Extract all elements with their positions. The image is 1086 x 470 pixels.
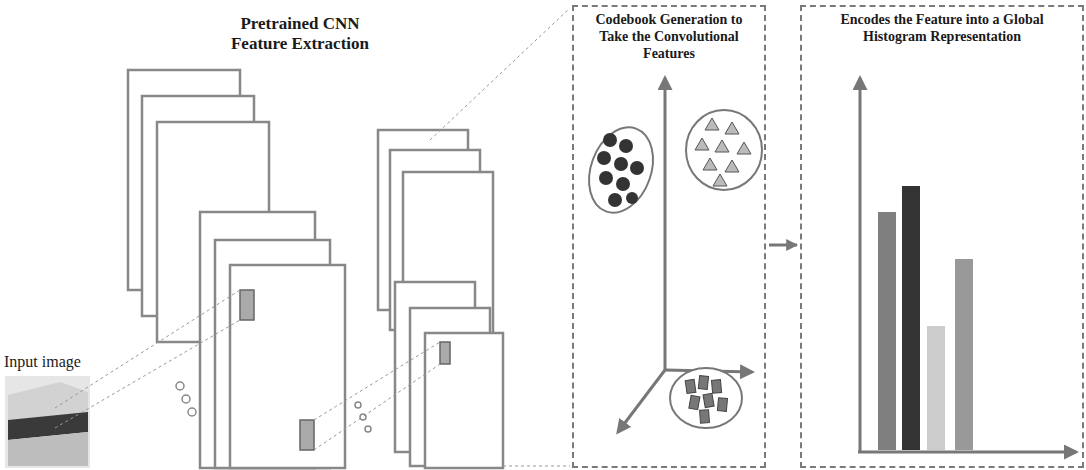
cluster-outline [670,368,742,428]
cluster-outline [686,110,762,190]
ellipsis-dot [188,408,196,416]
input-photo [5,376,90,468]
point [715,140,729,152]
point [695,138,709,150]
histogram-axes [858,78,1076,452]
point [689,395,700,409]
panel-title: Encodes the Feature into a Global Histog… [802,7,1082,49]
feature-map [230,265,345,468]
ellipsis-dot [182,395,190,403]
feature-map [425,333,503,468]
point [703,393,714,407]
stage-heading: Pretrained CNN Feature Extraction [215,14,385,55]
histogram-bar [955,259,973,450]
receptive-field [300,420,314,450]
dashed-panel: Codebook Generation to Take the Convolut… [572,5,766,468]
panel-title: Codebook Generation to Take the Convolut… [574,7,764,66]
ellipsis-dot [176,382,184,390]
point [698,376,708,390]
point [717,398,727,412]
cluster-points [695,118,751,186]
projection-lines [55,8,570,466]
image-caption: Input image [4,352,114,371]
point [619,139,633,153]
photo-ground [5,376,90,468]
axis [859,78,862,452]
projection-line [314,342,440,420]
projection-line [55,290,240,408]
cluster-outline [578,118,664,221]
point [685,379,696,393]
point [705,118,719,130]
point [725,122,739,134]
projection-line [314,364,440,450]
histogram-bar [927,326,945,450]
photo-base [8,432,88,466]
point [700,410,710,424]
point [603,133,617,147]
dashed-panel: Encodes the Feature into a Global Histog… [800,5,1084,468]
point [597,151,611,165]
point [614,157,628,171]
point [711,380,721,394]
histogram-bar [902,186,920,450]
zoom-line [430,8,570,140]
point [616,177,630,191]
axis [858,451,1076,454]
point [630,161,644,175]
ellipsis-dot [365,426,371,432]
receptive-field [440,342,450,364]
projection-line [55,320,240,428]
cluster-points [685,376,727,424]
axis [618,370,665,432]
point [703,158,717,170]
point [626,192,638,204]
zoom-line [503,466,570,467]
point [599,171,613,185]
ellipsis-dot [355,402,361,408]
point [713,174,727,186]
point [725,160,739,172]
point [737,142,751,154]
cluster-points [597,133,644,207]
axis [664,78,667,370]
point [608,193,622,207]
receptive-field [240,290,254,320]
histogram-bar [878,212,896,450]
flow-arrow [769,244,797,247]
